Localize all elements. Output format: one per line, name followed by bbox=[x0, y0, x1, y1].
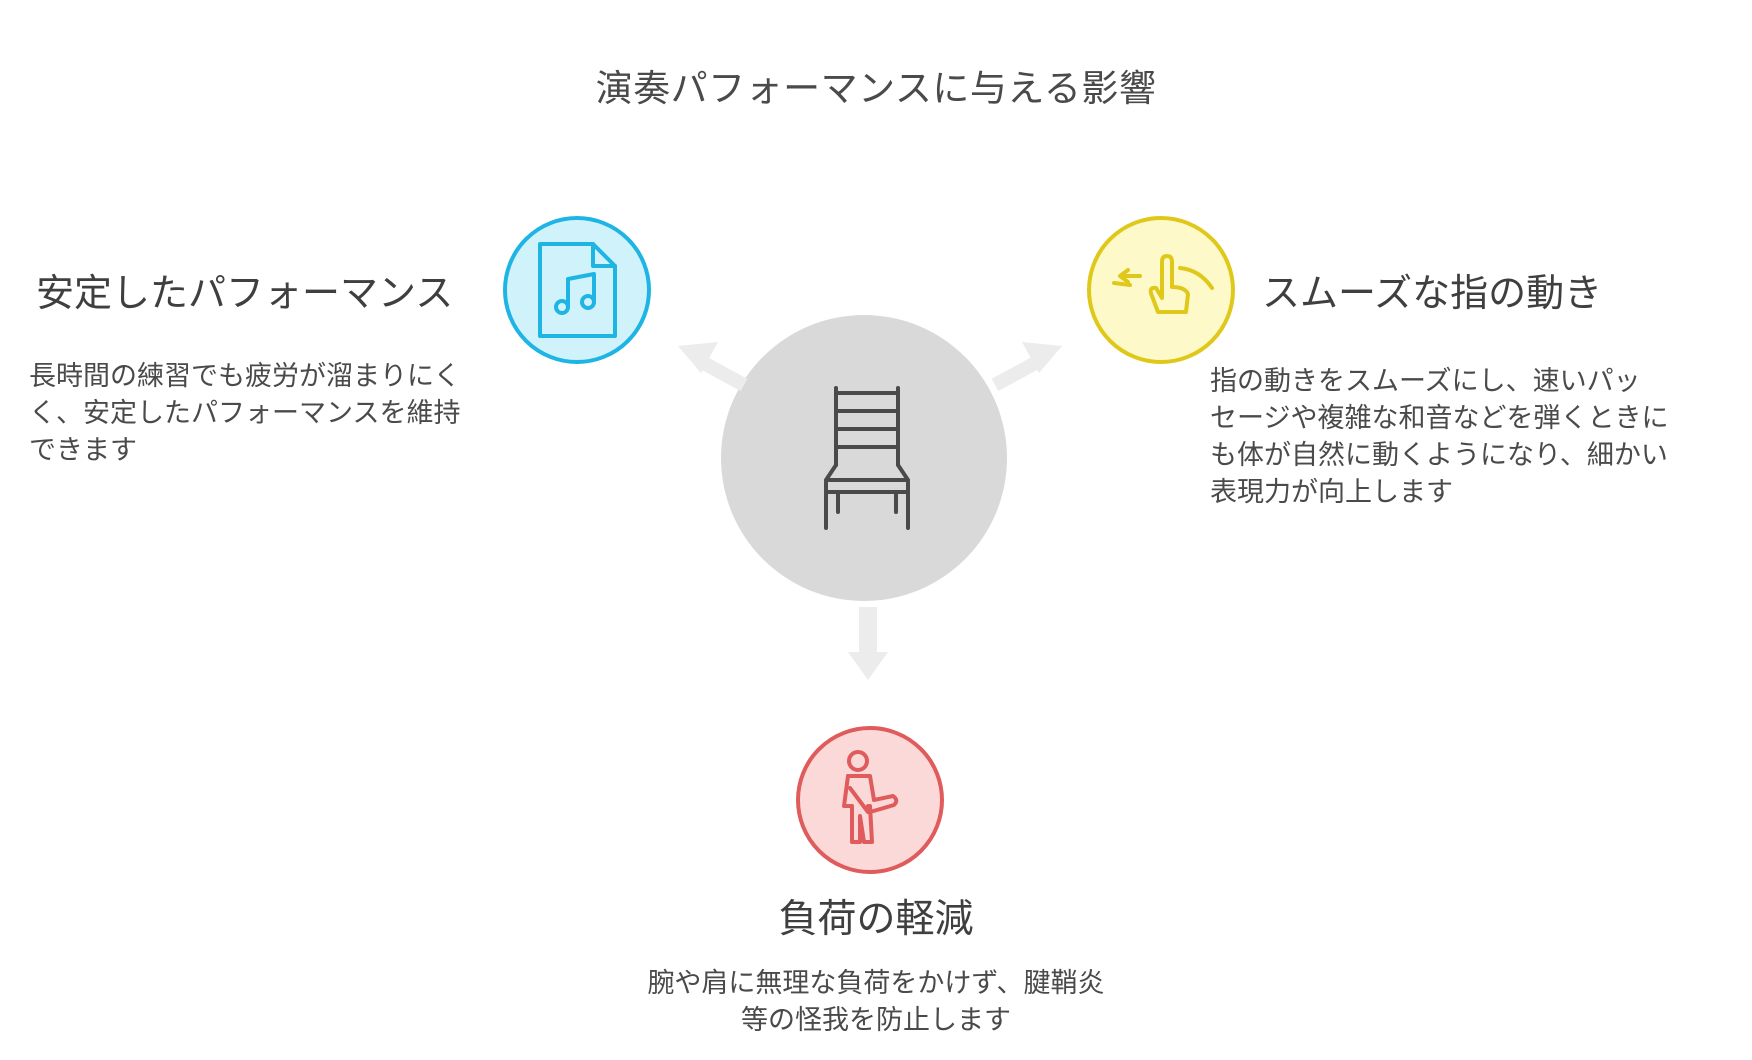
bottom-desc-line: 等の怪我を防止します bbox=[741, 1005, 1011, 1036]
bottom-heading: 負荷の軽減 bbox=[778, 897, 974, 942]
left-description: 長時間の練習でも疲労が溜まりにく く、安定したパフォーマンスを維持 できます bbox=[29, 358, 509, 469]
left-desc-line: 長時間の練習でも疲労が溜まりにく bbox=[29, 361, 461, 392]
left-heading: 安定したパフォーマンス bbox=[36, 271, 454, 315]
swipe-hand-icon bbox=[1112, 254, 1214, 314]
arrow-right bbox=[991, 342, 1062, 392]
page-title: 演奏パフォーマンスに与える影響 bbox=[595, 67, 1157, 110]
right-desc-line: も体が自然に動くようになり、細かい bbox=[1210, 440, 1668, 471]
right-desc-line: セージや複雑な和音などを弾くときに bbox=[1210, 403, 1669, 434]
bottom-description: 腕や肩に無理な負荷をかけず、腱鞘炎 等の怪我を防止します bbox=[0, 965, 1752, 1039]
right-description: 指の動きをスムーズにし、速いパッ セージや複雑な和音などを弾くときに も体が自然… bbox=[1210, 363, 1730, 511]
chair-icon bbox=[824, 386, 910, 530]
right-heading: スムーズな指の動き bbox=[1262, 271, 1603, 315]
left-icon-circle bbox=[503, 216, 651, 364]
injured-arm-icon bbox=[842, 750, 899, 844]
center-circle bbox=[721, 315, 1007, 601]
left-desc-line: できます bbox=[29, 435, 137, 466]
right-desc-line: 表現力が向上します bbox=[1210, 477, 1453, 508]
music-file-icon bbox=[538, 242, 617, 338]
bottom-icon-circle bbox=[796, 726, 944, 874]
right-desc-line: 指の動きをスムーズにし、速いパッ bbox=[1210, 366, 1641, 397]
arrow-left bbox=[678, 342, 748, 392]
left-desc-line: く、安定したパフォーマンスを維持 bbox=[29, 398, 461, 429]
arrow-down bbox=[848, 607, 888, 680]
bottom-desc-line: 腕や肩に無理な負荷をかけず、腱鞘炎 bbox=[647, 968, 1105, 999]
